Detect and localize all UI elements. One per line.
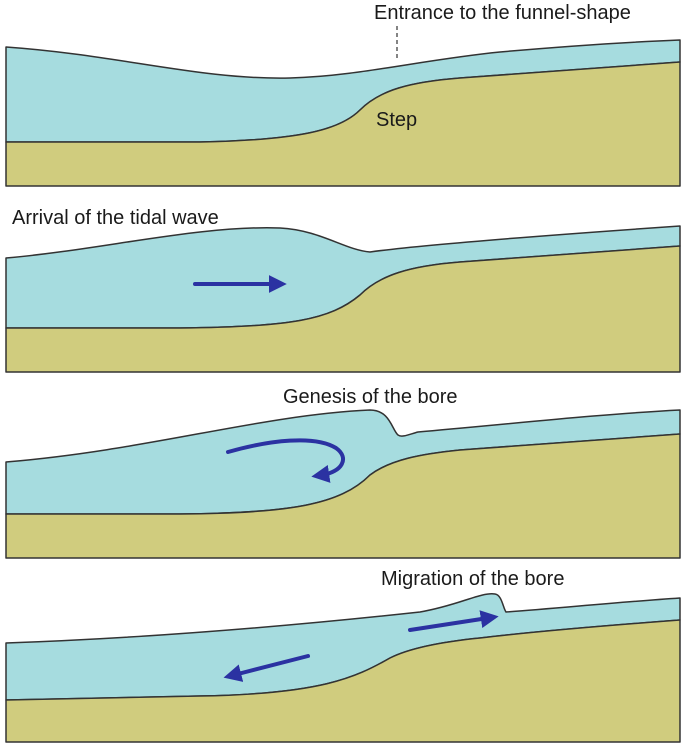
panel-arrival: Arrival of the tidal wave [5,207,681,373]
panel-label: Migration of the bore [381,568,564,590]
panel-label: Genesis of the bore [283,386,458,408]
panel-entrance: Entrance to the funnel-shape Step [5,2,681,187]
panel-migration: Migration of the bore [5,568,681,743]
panel-genesis: Genesis of the bore [5,386,681,559]
sediment-bed [5,619,681,743]
panel-label: Arrival of the tidal wave [12,207,219,229]
sediment-bed [5,433,681,559]
sediment-bed [5,61,681,187]
ebb-flow-arrow [223,654,310,682]
turbulent-flow-arrow [226,438,345,483]
sediment-bed [5,245,681,373]
bore-migration-arrow [408,610,499,632]
panel-label: Entrance to the funnel-shape [374,2,631,24]
step-label: Step [376,109,417,131]
